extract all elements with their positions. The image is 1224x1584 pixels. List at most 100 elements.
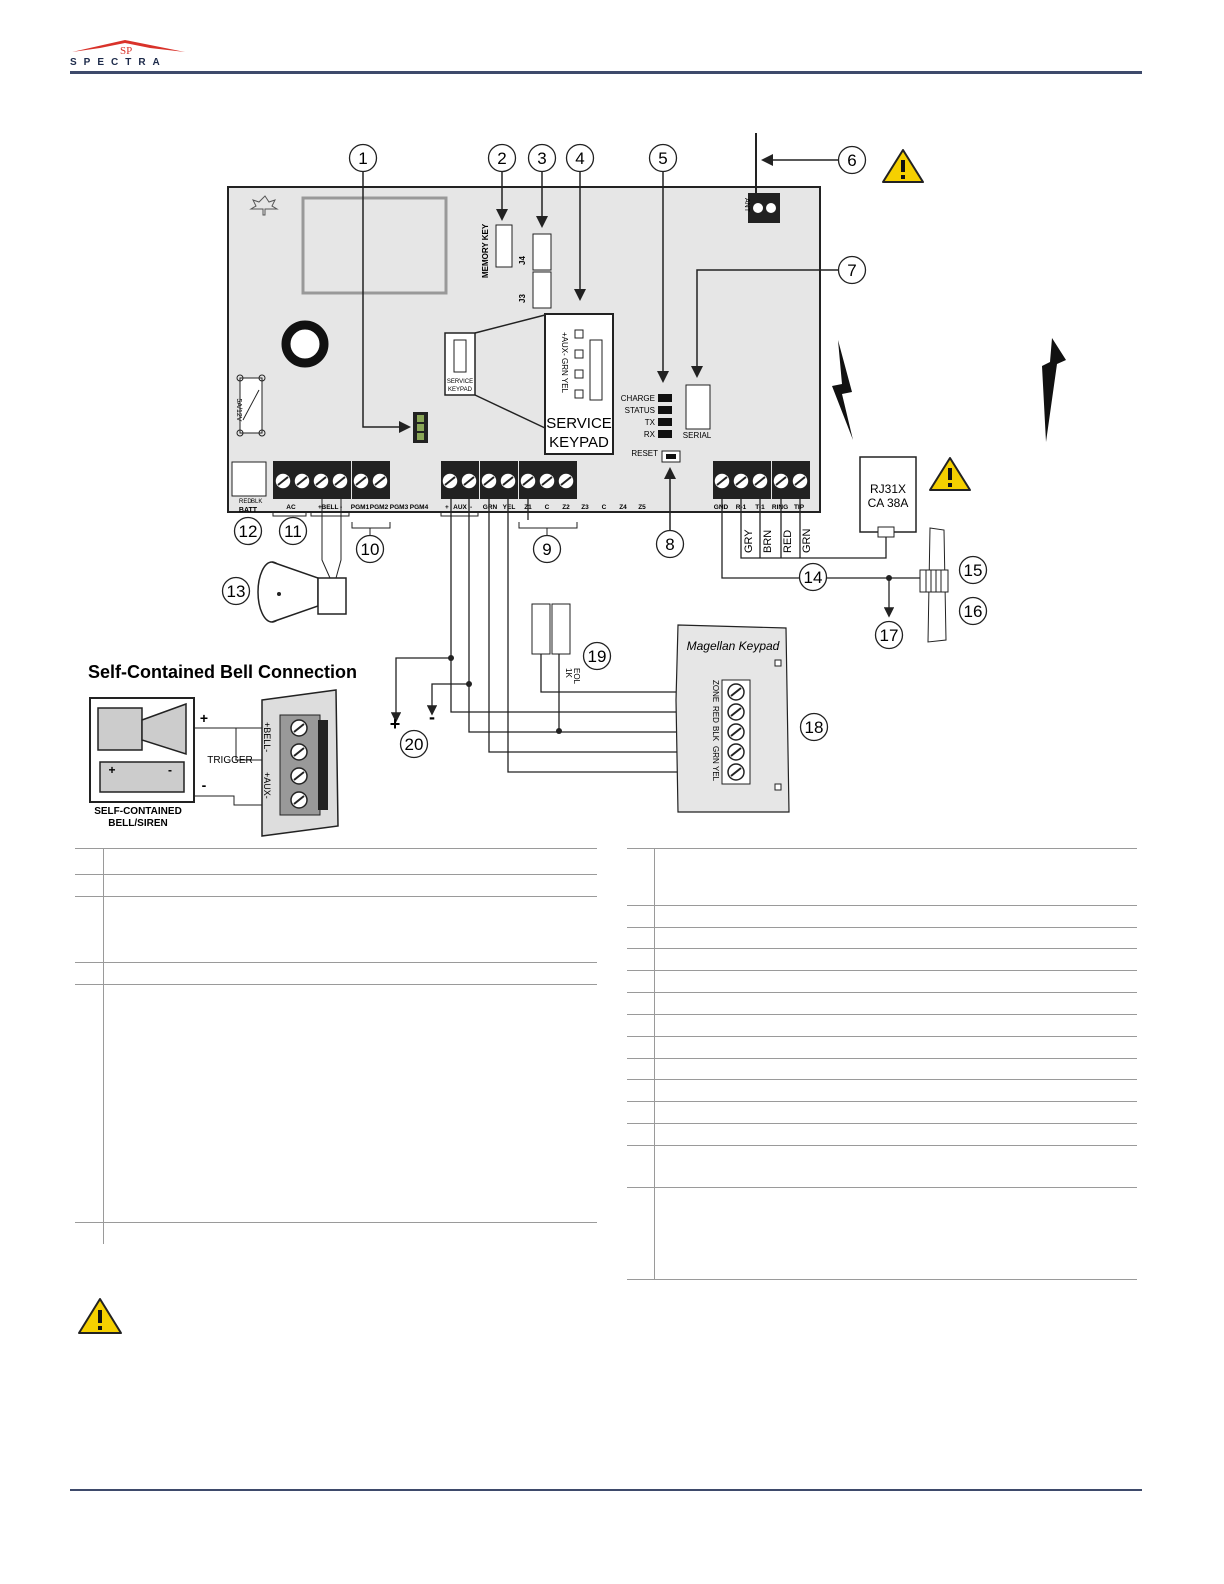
label-z5: Z5 bbox=[638, 504, 646, 511]
wire-grn: GRN bbox=[801, 529, 813, 554]
rj31x-label: RJ31X bbox=[870, 482, 906, 496]
label-z4: Z4 bbox=[619, 504, 627, 511]
trigger-plus: + bbox=[200, 710, 208, 726]
label-ac: AC bbox=[286, 504, 296, 511]
kp-grn: GRN bbox=[711, 746, 720, 764]
callout-number: 4 bbox=[575, 149, 584, 168]
logo-wordmark: SPECTRA bbox=[70, 57, 167, 68]
wire-brn: BRN bbox=[762, 530, 774, 553]
battery-minus: - bbox=[168, 763, 172, 777]
self-contained-bell: + - bbox=[89, 697, 195, 803]
callout-number: 10 bbox=[361, 540, 380, 559]
warning-icon bbox=[929, 457, 971, 491]
label-z3: Z3 bbox=[581, 504, 589, 511]
lightning-bolt-icon bbox=[832, 340, 853, 440]
callout-number: 1 bbox=[358, 149, 367, 168]
bell-device-line1: SELF-CONTAINED bbox=[94, 806, 182, 817]
memory-key-connector bbox=[495, 224, 513, 268]
callout-11: 11 bbox=[278, 516, 308, 546]
logo-mark: SP bbox=[120, 45, 132, 57]
terminal-block-ac-bell bbox=[273, 461, 351, 499]
memory-key-label: MEMORY KEY bbox=[481, 223, 490, 278]
callout-18: 18 bbox=[799, 712, 829, 742]
callout-2: 2 bbox=[487, 143, 517, 173]
callout-10: 10 bbox=[355, 534, 385, 564]
power-plus: + bbox=[390, 714, 401, 734]
zone-contact bbox=[551, 603, 571, 655]
aux-terminal-label: +AUX- bbox=[262, 772, 272, 799]
label-aux-plus: + bbox=[445, 504, 449, 511]
logo-roof-icon: SP bbox=[72, 40, 185, 57]
trigger-label: TRIGGER bbox=[207, 755, 253, 766]
callout-15: 15 bbox=[958, 555, 988, 585]
service-keypad-connector-small: SERVICE KEYPAD bbox=[444, 332, 476, 396]
label-yel: YEL bbox=[503, 504, 516, 511]
mounting-hole bbox=[281, 320, 329, 368]
label-c1: C bbox=[545, 504, 550, 511]
ant-label: ANT bbox=[743, 198, 750, 213]
terminal-block-pgm bbox=[352, 461, 390, 499]
phone-wire-colors: GRY BRN RED GRN bbox=[743, 529, 813, 554]
battery-connector bbox=[231, 461, 267, 497]
service-keypad-small-line1: SERVICE bbox=[447, 379, 473, 385]
label-gnd: GND bbox=[714, 504, 729, 511]
batt-blk-label: BLK bbox=[251, 499, 262, 505]
callout-number: 8 bbox=[665, 535, 674, 554]
warning-icon bbox=[882, 149, 924, 183]
footer-rule bbox=[70, 1489, 1142, 1491]
warning-icon bbox=[78, 1298, 122, 1334]
callout-number: 16 bbox=[964, 602, 983, 621]
bell-terminal-block: +BELL- +AUX- bbox=[261, 689, 339, 837]
callout-13: 13 bbox=[221, 576, 251, 606]
j3-label: J3 bbox=[518, 294, 527, 303]
callout-12: 12 bbox=[233, 516, 263, 546]
siren-icon bbox=[257, 561, 347, 623]
callout-1: 1 bbox=[348, 143, 378, 173]
led-status-label: STATUS bbox=[625, 406, 655, 415]
callout-number: 19 bbox=[588, 647, 607, 666]
keypad-title: Magellan Keypad bbox=[687, 639, 780, 653]
wire-gry: GRY bbox=[743, 529, 755, 553]
callout-number: 13 bbox=[227, 582, 246, 601]
bell-section-title: Self-Contained Bell Connection bbox=[88, 662, 357, 682]
callout-number: 18 bbox=[805, 718, 824, 737]
callout-17: 17 bbox=[874, 620, 904, 650]
led-charge-label: CHARGE bbox=[621, 394, 655, 403]
terminal-block-grn-yel bbox=[480, 461, 518, 499]
wire-red: RED bbox=[782, 530, 794, 553]
callout-14: 14 bbox=[798, 562, 828, 592]
maple-leaf-icon bbox=[249, 195, 279, 216]
callout-5: 5 bbox=[648, 143, 678, 173]
service-keypad-connector: +AUX- GRN YEL SERVICE KEYPAD bbox=[544, 313, 614, 455]
label-z2: Z2 bbox=[562, 504, 570, 511]
label-pgm2: PGM2 bbox=[370, 504, 389, 511]
rj31x-jack bbox=[859, 456, 917, 533]
service-keypad-pins: +AUX- GRN YEL bbox=[560, 332, 569, 394]
j3-connector bbox=[532, 271, 552, 309]
service-keypad-large-line1: SERVICE bbox=[546, 415, 612, 432]
bell-device-line2: BELL/SIREN bbox=[108, 818, 167, 829]
eol-1k: 1K bbox=[564, 668, 573, 678]
terminal-block-aux bbox=[441, 461, 479, 499]
kp-blk: BLK bbox=[711, 726, 720, 742]
label-pgm3: PGM3 bbox=[390, 504, 409, 511]
label-bell: BELL bbox=[322, 504, 339, 511]
callout-number: 9 bbox=[542, 540, 551, 559]
callout-number: 6 bbox=[847, 151, 856, 170]
label-aux-minus: - bbox=[470, 504, 472, 511]
trigger-minus: - bbox=[202, 777, 207, 793]
callout-6: 6 bbox=[837, 145, 867, 175]
terminal-block-telephone bbox=[713, 461, 810, 499]
power-minus: - bbox=[429, 707, 435, 727]
callout-number: 3 bbox=[537, 149, 546, 168]
serial-label: SERIAL bbox=[683, 431, 712, 440]
callout-number: 20 bbox=[405, 735, 424, 754]
spectra-logo: SP SPECTRA bbox=[70, 38, 190, 68]
j4-label: J4 bbox=[518, 256, 527, 265]
ca38a-label: CA 38A bbox=[868, 496, 909, 510]
reset-label: RESET bbox=[631, 449, 658, 458]
label-tip: TIP bbox=[794, 504, 805, 511]
terminal-labels: AC + BELL - PGM1 PGM2 PGM3 PGM4 + AUX - … bbox=[286, 504, 804, 511]
